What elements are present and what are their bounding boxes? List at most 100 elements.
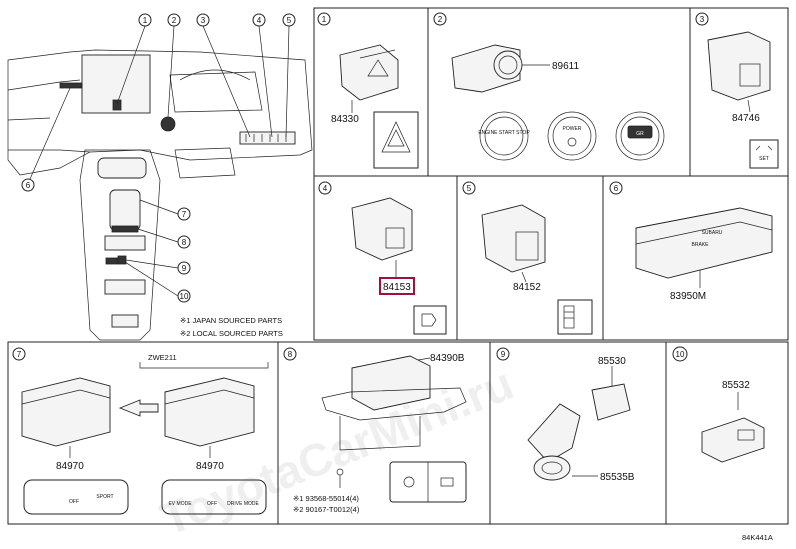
svg-text:3: 3 [201,16,206,25]
svg-text:4: 4 [323,184,328,193]
svg-text:OFF: OFF [69,499,79,505]
arrow-icon [118,399,159,417]
figure-code: 84K441A [742,533,773,542]
svg-text:4: 4 [257,16,262,25]
panel-10: 10 85532 [665,341,789,525]
callout-1: 1 [116,13,152,105]
part-85535b: 85535B [600,472,635,483]
switch-face-right [161,479,267,515]
usb-port-85532 [701,417,765,463]
hazard-icon [381,121,411,153]
switch-84152 [481,204,546,273]
engine-start-stop-button: ENGINE START STOP [478,111,530,161]
overview-illustration: 1 2 3 4 5 6 7 8 [7,13,313,341]
callout-2: 2 [167,13,181,118]
part-84152: 84152 [513,282,541,293]
highlight-84153 [379,277,415,295]
panel-6: 6 SUBARU BRAKE 83950M [602,175,789,341]
svg-text:ENGINE START STOP: ENGINE START STOP [478,130,530,136]
svg-text:SET: SET [759,156,769,162]
part-89611: 89611 [552,61,580,72]
part-84746: 84746 [732,113,760,124]
svg-text:3: 3 [700,15,705,24]
svg-text:SUBARU: SUBARU [702,230,723,236]
power-outlet-cap [591,383,631,421]
switch-face-left [23,479,129,515]
callout-4: 4 [252,13,273,138]
switch-7-marker [111,225,139,233]
icon-box-84153 [413,305,447,335]
part-83950m: 83950M [670,291,706,302]
switch-panel-83950m [635,207,773,279]
switch-9-marker [105,257,119,265]
outlet-socket [533,455,571,481]
panel-9: 9 85530 85535B [489,341,667,525]
svg-text:5: 5 [467,184,472,193]
svg-text:2: 2 [438,15,443,24]
set-switch [707,31,771,101]
set-icon-box [749,139,779,169]
panel-2: 2 89611 ENGINE START STOP POWER GR [427,7,691,177]
switch-84153 [351,197,413,261]
fastener-1: ※1 93568-55014(4) [293,494,359,503]
svg-text:EV MODE: EV MODE [168,501,192,507]
panel-3: 3 84746 SET [689,7,789,177]
callout-5: 5 [282,13,296,138]
switch-84390b [351,355,431,411]
svg-text:8: 8 [182,238,187,247]
svg-text:8: 8 [288,350,293,359]
svg-text:GR: GR [636,131,644,137]
switch-1-marker [112,99,122,111]
switch-panel-right [239,131,296,145]
svg-text:7: 7 [182,210,187,219]
panel-8: 8 84390B ※1 93568-55014(4) ※2 90167-T001… [277,341,491,525]
svg-text:5: 5 [287,16,292,25]
power-icon [567,137,577,147]
panel-7: 7 ZWE211 84970 84970 OFF SPORT EV MODE O… [7,341,279,525]
hazard-switch [339,44,399,101]
callout-9: 9 [125,259,191,275]
power-button: POWER [547,111,597,161]
svg-text:6: 6 [26,181,31,190]
callout-8: 8 [137,228,191,249]
legend-local: ※2 LOCAL SOURCED PARTS [180,329,283,338]
switch-84970-right [164,377,255,447]
gr-button: GR [615,111,665,161]
hazard-icon-box [373,111,419,169]
part-85530: 85530 [598,356,626,367]
callout-6: 6 [21,87,71,192]
svg-text:DRIVE MODE: DRIVE MODE [227,501,259,507]
callout-10: 10 [124,261,191,303]
svg-text:6: 6 [614,184,619,193]
svg-text:POWER: POWER [563,126,582,132]
callout-7: 7 [139,199,191,221]
part-84970-left: 84970 [56,461,84,472]
svg-text:10: 10 [180,292,189,301]
svg-text:9: 9 [182,264,187,273]
svg-text:9: 9 [501,350,506,359]
svg-text:OFF: OFF [207,501,217,507]
svg-text:7: 7 [17,350,22,359]
outlet-bezel [527,403,581,463]
icon-box-84152 [557,299,593,335]
variant-label: ZWE211 [148,353,177,362]
svg-text:1: 1 [322,15,327,24]
svg-text:10: 10 [676,350,685,359]
svg-text:BRAKE: BRAKE [692,242,710,248]
svg-text:SPORT: SPORT [96,494,113,500]
part-84390b: 84390B [430,353,465,364]
panel-1: 1 84330 [313,7,429,177]
part-84330: 84330 [331,114,359,125]
svg-text:1: 1 [143,16,148,25]
switch-8-marker [59,82,83,89]
start-button-marker [160,116,176,132]
legend-japan: ※1 JAPAN SOURCED PARTS [180,316,282,325]
fastener-2: ※2 90167-T0012(4) [293,505,360,514]
callout-3: 3 [196,13,251,138]
svg-text:2: 2 [172,16,177,25]
part-84970-right: 84970 [196,461,224,472]
shifter [109,189,141,231]
switch-84970-left [21,377,111,447]
part-84153: 84153 [383,282,411,293]
